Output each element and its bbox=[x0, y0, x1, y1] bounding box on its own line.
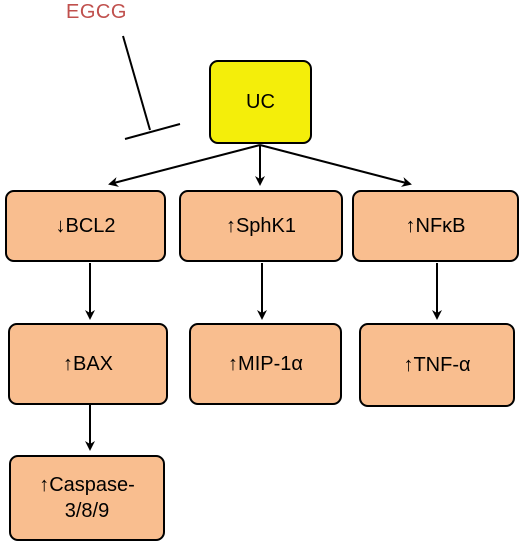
node-uc: UC bbox=[209, 60, 312, 144]
node-nfkb-label: ↑NFκB bbox=[405, 215, 466, 237]
node-caspase-label-line1: ↑Caspase- bbox=[39, 474, 135, 496]
node-bcl2-label: ↓BCL2 bbox=[55, 215, 116, 237]
node-mip1a-label: ↑MIP-1α bbox=[228, 353, 303, 375]
arrow-uc-to-nfkb bbox=[259, 144, 412, 187]
node-nfkb: ↑NFκB bbox=[352, 190, 519, 262]
arrow-uc-to-bcl2 bbox=[108, 144, 261, 187]
node-bax-label: ↑BAX bbox=[62, 353, 114, 375]
node-bax: ↑BAX bbox=[8, 323, 168, 405]
node-uc-label: UC bbox=[246, 91, 275, 113]
node-tnfa-label: ↑TNF-α bbox=[403, 354, 471, 376]
node-caspase-label-line2: 3/8/9 bbox=[64, 500, 110, 522]
node-sphk1: ↑SphK1 bbox=[179, 190, 343, 262]
egcg-label: EGCG bbox=[66, 1, 127, 23]
node-mip1a: ↑MIP-1α bbox=[189, 323, 342, 405]
node-sphk1-label: ↑SphK1 bbox=[225, 215, 297, 237]
node-tnfa: ↑TNF-α bbox=[359, 323, 515, 407]
node-bcl2: ↓BCL2 bbox=[5, 190, 166, 262]
node-caspase: ↑Caspase- 3/8/9 bbox=[9, 455, 165, 541]
inhibition-bar bbox=[124, 123, 181, 140]
inhibition-line bbox=[122, 35, 151, 131]
